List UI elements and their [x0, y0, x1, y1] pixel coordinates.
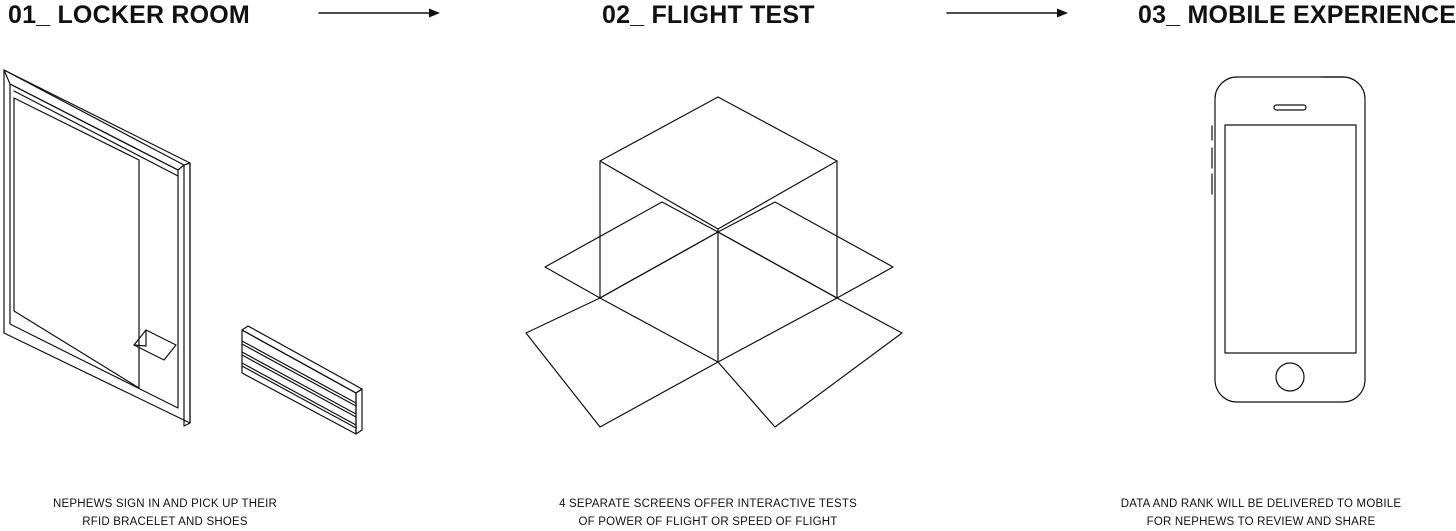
home-button-icon — [1275, 362, 1305, 392]
rfid-card-icon — [133, 329, 177, 361]
arrow-right-icon — [318, 8, 440, 18]
speaker-icon — [1273, 104, 1307, 111]
step-1-caption: NEPHEWS SIGN IN AND PICK UP THEIR RFID B… — [40, 495, 290, 531]
caption-line: OF POWER OF FLIGHT OR SPEED OF FLIGHT — [578, 516, 838, 528]
caption-line: RFID BRACELET AND SHOES — [82, 516, 248, 528]
locker-screen-illustration — [3, 69, 191, 427]
flight-test-screens-illustration — [525, 96, 903, 428]
caption-line: DATA AND RANK WILL BE DELIVERED TO MOBIL… — [1120, 498, 1402, 510]
caption-line: 4 SEPARATE SCREENS OFFER INTERACTIVE TES… — [559, 498, 857, 510]
step-3-title: 03_ MOBILE EXPERIENCE — [1138, 1, 1456, 29]
shoe-shelf-illustration — [241, 325, 363, 435]
caption-line: NEPHEWS SIGN IN AND PICK UP THEIR — [52, 498, 278, 510]
step-3-caption: DATA AND RANK WILL BE DELIVERED TO MOBIL… — [1096, 495, 1426, 531]
step-2-title: 02_ FLIGHT TEST — [602, 1, 815, 29]
step-1-title: 01_ LOCKER ROOM — [8, 1, 250, 29]
arrow-right-icon — [946, 8, 1068, 18]
smartphone-illustration — [1211, 76, 1366, 403]
step-2-caption: 4 SEPARATE SCREENS OFFER INTERACTIVE TES… — [518, 495, 898, 531]
caption-line: FOR NEPHEWS TO REVIEW AND SHARE — [1146, 516, 1376, 528]
